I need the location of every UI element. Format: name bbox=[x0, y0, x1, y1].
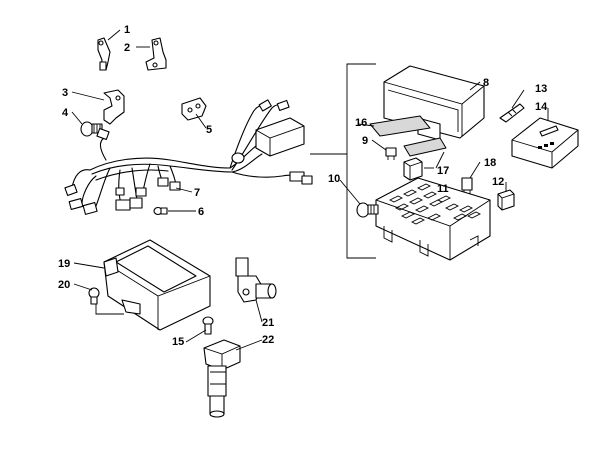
callout-labels: 1 2 3 4 5 6 7 8 9 10 11 12 13 14 15 16 1… bbox=[58, 24, 548, 348]
sensor-part-21 bbox=[235, 257, 277, 303]
wiring-harness-part-7 bbox=[64, 99, 313, 215]
callout-6: 6 bbox=[198, 206, 204, 218]
callout-8: 8 bbox=[483, 77, 489, 89]
leader-lines bbox=[71, 29, 549, 351]
fuse-block-base bbox=[375, 177, 491, 261]
callout-22: 22 bbox=[262, 334, 274, 346]
bolt-part-10 bbox=[356, 202, 379, 218]
bracket-part-1 bbox=[97, 37, 111, 71]
callout-14: 14 bbox=[535, 101, 548, 113]
group-bracket-line bbox=[310, 63, 376, 259]
bracket-part-5 bbox=[181, 97, 207, 121]
bracket-part-2 bbox=[145, 37, 167, 71]
callout-17: 17 bbox=[437, 165, 449, 177]
screw-part-15 bbox=[202, 316, 214, 335]
fuse-puller-part-13 bbox=[499, 103, 525, 123]
relay-part-12 bbox=[497, 189, 515, 211]
callout-12: 12 bbox=[492, 176, 504, 188]
callout-11: 11 bbox=[437, 183, 449, 195]
fuse-part-9 bbox=[385, 147, 397, 160]
screw-part-6 bbox=[153, 206, 168, 216]
callout-13: 13 bbox=[535, 83, 547, 95]
callout-20: 20 bbox=[58, 279, 70, 291]
callout-4: 4 bbox=[62, 107, 69, 119]
callout-9: 9 bbox=[362, 135, 368, 147]
callout-21: 21 bbox=[262, 317, 274, 329]
callout-15: 15 bbox=[172, 336, 184, 348]
callout-7: 7 bbox=[194, 187, 200, 199]
spare-fuse-holder-part-14 bbox=[511, 117, 579, 169]
callout-5: 5 bbox=[206, 124, 212, 136]
bolt-part-4 bbox=[80, 121, 103, 137]
callout-3: 3 bbox=[62, 87, 68, 99]
screw-part-20 bbox=[88, 287, 100, 305]
callout-18: 18 bbox=[484, 157, 496, 169]
relay-part-11 bbox=[403, 157, 423, 181]
callout-19: 19 bbox=[58, 258, 70, 270]
callout-2: 2 bbox=[124, 42, 130, 54]
callout-16: 16 bbox=[355, 117, 367, 129]
callout-1: 1 bbox=[124, 24, 130, 36]
label-part-16 bbox=[369, 115, 431, 137]
ignition-coil-part-22 bbox=[203, 339, 241, 418]
control-module-part-19 bbox=[95, 239, 211, 331]
callout-10: 10 bbox=[328, 173, 340, 185]
label-part-17 bbox=[403, 137, 447, 157]
bracket-part-3 bbox=[103, 89, 125, 125]
